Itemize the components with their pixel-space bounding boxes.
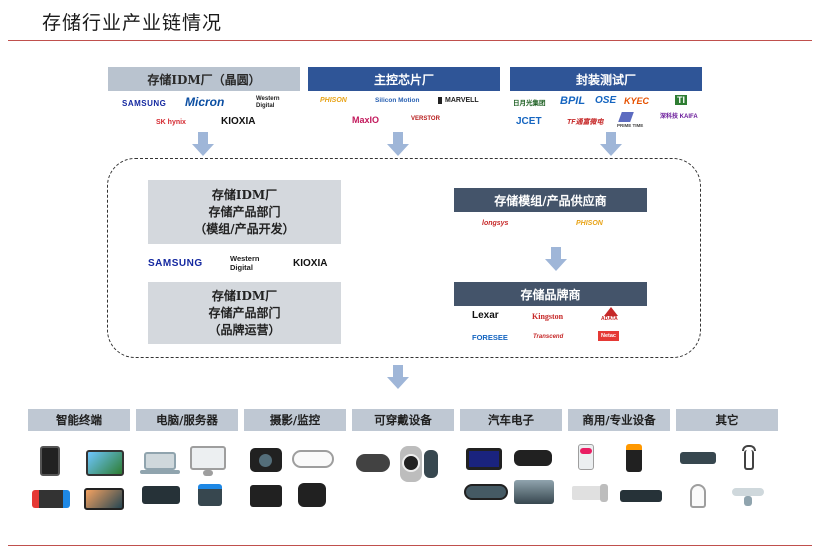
box-line: 存储IDM厂 xyxy=(211,187,278,202)
industry-core-container xyxy=(107,158,701,358)
dashcam-icon xyxy=(514,450,552,466)
adata-mark-icon xyxy=(604,307,618,316)
kyec-logo: KYEC xyxy=(624,96,650,106)
kaifa-logo: 深科技 KAIFA xyxy=(660,114,698,120)
category-camera-surveillance: 摄影/监控 xyxy=(244,409,346,431)
handheld-scanner-icon xyxy=(626,444,642,472)
idm-header: 存储IDM厂（晶圆） xyxy=(108,67,300,91)
kingston-logo: Kingston xyxy=(532,312,564,321)
category-others: 其它 xyxy=(676,409,778,431)
arrow-down-icon xyxy=(192,132,214,156)
vr-headset-icon xyxy=(356,454,390,472)
jcet-logo: JCET xyxy=(516,116,542,127)
car-dashboard-icon xyxy=(514,480,554,504)
page-title: 存储行业产业链情况 xyxy=(42,12,223,34)
samsung-logo: SAMSUNG xyxy=(122,99,167,108)
foresee-logo: FORESEE xyxy=(472,333,508,342)
samsung-logo: SAMSUNG xyxy=(148,258,203,269)
phison-logo: PHISON xyxy=(576,220,603,227)
desktop-monitor-icon xyxy=(190,446,226,470)
ase-logo: 日月光集团 xyxy=(513,100,546,107)
marvell-logo: MARVELL xyxy=(438,97,479,104)
network-device-icon xyxy=(620,490,662,502)
ti-logo: TI xyxy=(675,95,687,105)
silicon-motion-logo: Silicon Motion xyxy=(375,97,420,104)
kioxia-logo: KIOXIA xyxy=(293,258,328,269)
pos-screen-icon xyxy=(580,448,592,454)
box-line: （模组/产品开发） xyxy=(194,221,295,236)
title-divider xyxy=(8,40,812,41)
phison-logo: PHISON xyxy=(320,97,347,104)
transcend-logo: Transcend xyxy=(533,334,564,340)
smart-band-icon xyxy=(424,450,438,478)
category-automotive: 汽车电子 xyxy=(460,409,562,431)
bpil-logo: BPIL xyxy=(560,95,586,107)
micron-logo: Micron xyxy=(185,95,225,109)
camera-lens-icon xyxy=(259,454,272,467)
category-pc-server: 电脑/服务器 xyxy=(136,409,238,431)
router-antenna-icon xyxy=(744,450,754,470)
brand-vendor-box: 存储品牌商 xyxy=(454,282,647,306)
camcorder-icon xyxy=(298,483,326,507)
lexar-logo: Lexar xyxy=(472,310,499,321)
category-smart-terminal: 智能终端 xyxy=(28,409,130,431)
module-supplier-box: 存储模组/产品供应商 xyxy=(454,188,647,212)
controller-header: 主控芯片厂 xyxy=(308,67,500,91)
drone-camera-icon xyxy=(744,496,752,506)
kioxia-logo: KIOXIA xyxy=(221,116,256,127)
box-line: 存储产品部门 xyxy=(208,305,281,320)
arrow-down-icon xyxy=(600,132,622,156)
medical-stand-icon xyxy=(600,484,608,502)
ose-logo: OSE xyxy=(595,95,617,106)
laptop-base-icon xyxy=(140,470,180,474)
smartwatch-icon xyxy=(402,454,420,472)
longsys-logo: longsys xyxy=(482,220,509,227)
monitor-stand-icon xyxy=(203,470,213,476)
netac-logo: Netac xyxy=(598,331,619,341)
smartphone-icon xyxy=(40,446,60,476)
tongfu-logo: TF通富微电 xyxy=(567,119,604,126)
box-line: 存储产品部门 xyxy=(208,204,281,219)
idm-brand-dept-box: 存储IDM厂 存储产品部门 （品牌运营） xyxy=(148,282,341,344)
medical-device-icon xyxy=(572,486,602,500)
verstor-logo: VERSTOR xyxy=(411,116,440,122)
drone-icon xyxy=(732,488,764,496)
server-rack-icon xyxy=(198,484,222,506)
adata-logo: ADATA xyxy=(601,316,618,322)
arrow-down-icon xyxy=(387,132,409,156)
server-icon xyxy=(142,486,180,504)
idm-product-dept-box: 存储IDM厂 存储产品部门 （模组/产品开发） xyxy=(148,180,341,244)
packaging-header: 封装测试厂 xyxy=(510,67,702,91)
maxio-logo: MaxIO xyxy=(352,115,380,125)
arrow-down-icon xyxy=(387,365,409,389)
car-navigation-icon xyxy=(466,448,502,470)
set-top-box-icon xyxy=(680,452,716,464)
bottom-divider xyxy=(8,545,812,546)
dvr-icon xyxy=(250,485,282,507)
box-line: （品牌运营） xyxy=(208,322,281,337)
category-wearables: 可穿戴设备 xyxy=(352,409,454,431)
western-digital-logo: Western Digital xyxy=(256,96,280,109)
prime-time-logo: PRIME TIME xyxy=(617,123,644,128)
surveillance-camera-icon xyxy=(292,450,334,468)
game-console-icon xyxy=(32,490,70,508)
laptop-icon xyxy=(144,452,176,470)
smart-tv-icon xyxy=(84,488,124,510)
sk-hynix-logo: SK hynix xyxy=(156,119,186,126)
box-line: 存储IDM厂 xyxy=(211,288,278,303)
category-commercial: 商用/专业设备 xyxy=(568,409,670,431)
robot-icon xyxy=(690,484,706,508)
tablet-icon xyxy=(86,450,124,476)
western-digital-logo: Western Digital xyxy=(230,254,260,272)
rearview-mirror-icon xyxy=(464,484,508,500)
signal-icon xyxy=(742,445,756,451)
